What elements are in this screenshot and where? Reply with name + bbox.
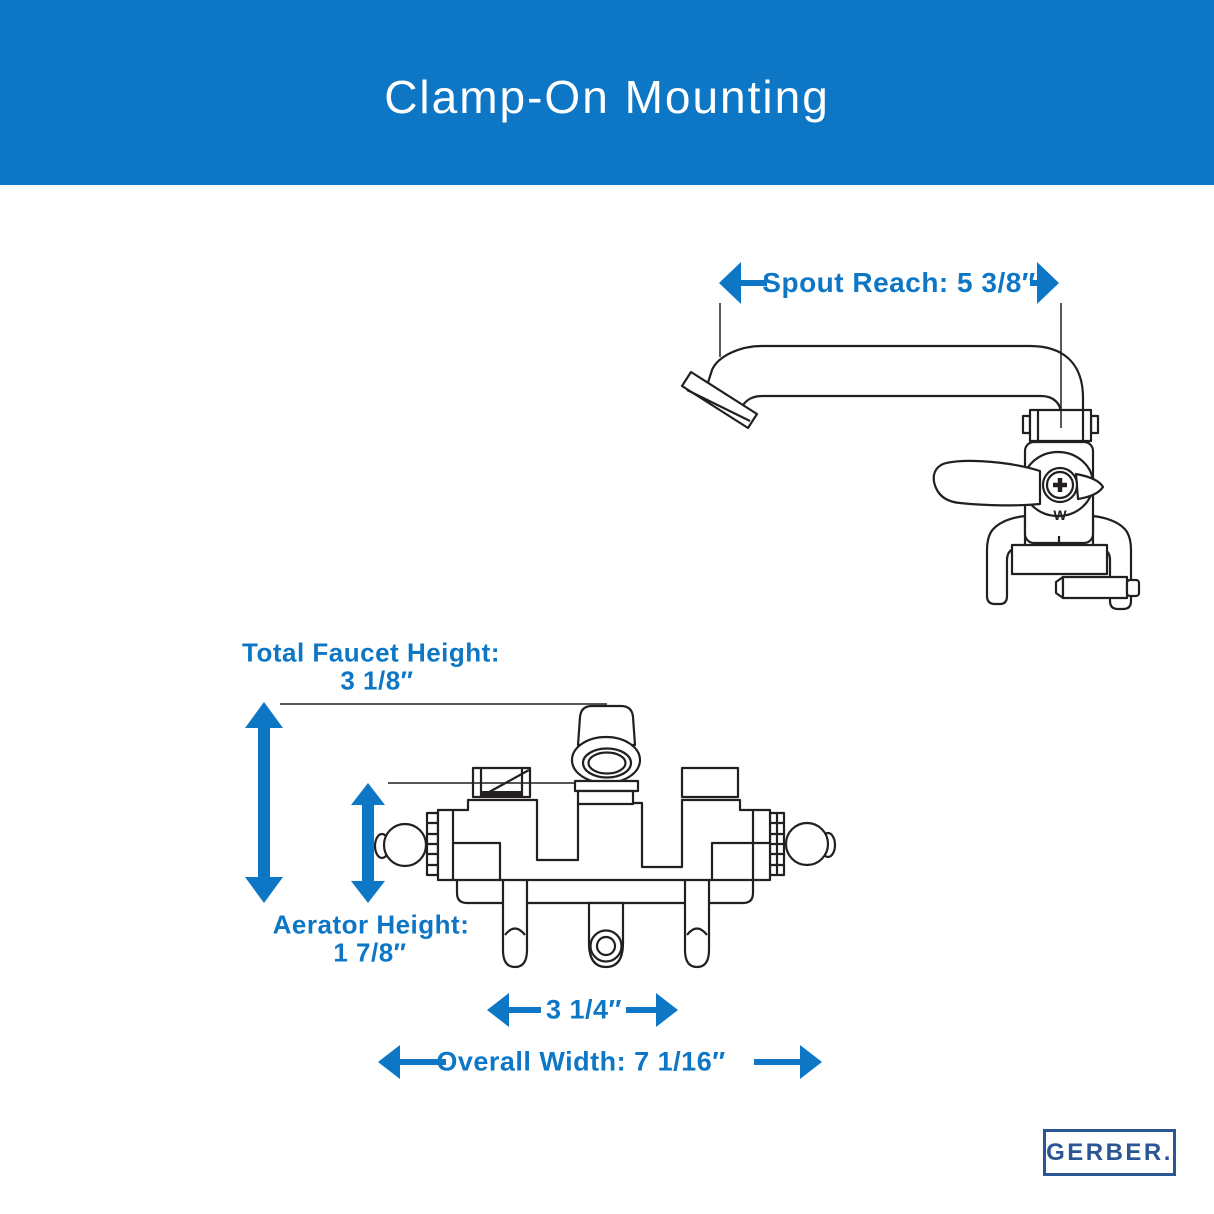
header-banner: Clamp-On Mounting [0,0,1214,185]
clamp-leg-right [683,877,711,969]
total-faucet-height-value: 3 1/8″ [340,665,414,696]
aerator-neck [576,789,635,806]
right-supply-fitting [680,766,740,799]
page-title: Clamp-On Mounting [384,71,830,123]
handle-index-mark: W [1053,507,1067,523]
left-packing-ridges [427,821,438,867]
aerator-ring-inner [587,751,627,775]
left-knob [382,822,428,868]
stud-ring-inner [595,935,617,957]
total-height-shaft [258,724,270,881]
leg-spacing-arrow-right [656,993,678,1027]
dimension-diagram-svg: W [245,262,1141,1079]
leg-spacing-dash-right [626,1007,656,1013]
handle-stub [1074,472,1105,501]
spout-reach-dash-right [1030,280,1037,286]
leg-spacing-arrow-left [487,993,509,1027]
handle-lever [932,459,1042,507]
overall-width-dash-left [400,1059,446,1065]
overall-width-arrow-right [800,1045,822,1079]
body-step-right [710,841,770,879]
overall-width-arrow-left [378,1045,400,1079]
spout-reach-label: Spout Reach: 5 3/8″ [762,267,1036,298]
total-height-arrow-up [245,702,283,728]
dimension-arrows [245,262,1059,1079]
side-view-faucet: W [680,344,1141,611]
diagram-canvas: W [0,185,1214,1214]
left-fitting-shadow [482,791,522,797]
mounting-skirt [455,876,755,905]
clamp-screw [1061,575,1129,600]
total-height-arrow-down [245,877,283,903]
brand-logo: GERBER. [1043,1129,1176,1176]
aerator-height-value: 1 7/8″ [333,937,407,968]
clamp-screw-cap [1125,578,1141,598]
clamp-body [1010,543,1109,576]
total-faucet-height-label: Total Faucet Height: [242,637,500,668]
brand-logo-text: GERBER. [1046,1138,1173,1166]
aerator-height-shaft [362,802,374,883]
aerator-height-arrow-up [351,783,385,805]
aerator-height-label: Aerator Height: [272,909,470,940]
leg-spacing-dash-left [509,1007,541,1013]
overall-width-dash-right [754,1059,800,1065]
leg-spacing-label: 3 1/4″ [546,994,622,1025]
clamp-arm-left [985,514,1027,606]
aerator-height-arrow-down [351,881,385,903]
clamp-leg-left [501,877,529,969]
overall-width-label: Overall Width: 7 1/16″ [436,1046,726,1077]
handle-cross-icon [1053,478,1067,492]
right-packing-ridges [770,813,784,875]
spout-reach-dash-left [741,280,767,286]
manifold-body [436,798,772,882]
body-step-left [453,841,502,879]
spout-reach-arrow-left [719,262,741,304]
right-knob [784,821,830,867]
aerator-collar [573,779,640,793]
clamp-leg-left-slot [504,927,526,936]
clamp-leg-right-slot [686,927,708,936]
aerator-dome [576,704,637,747]
spout-cap-detail-line [686,389,751,422]
spout-reach-arrow-right [1037,262,1059,304]
